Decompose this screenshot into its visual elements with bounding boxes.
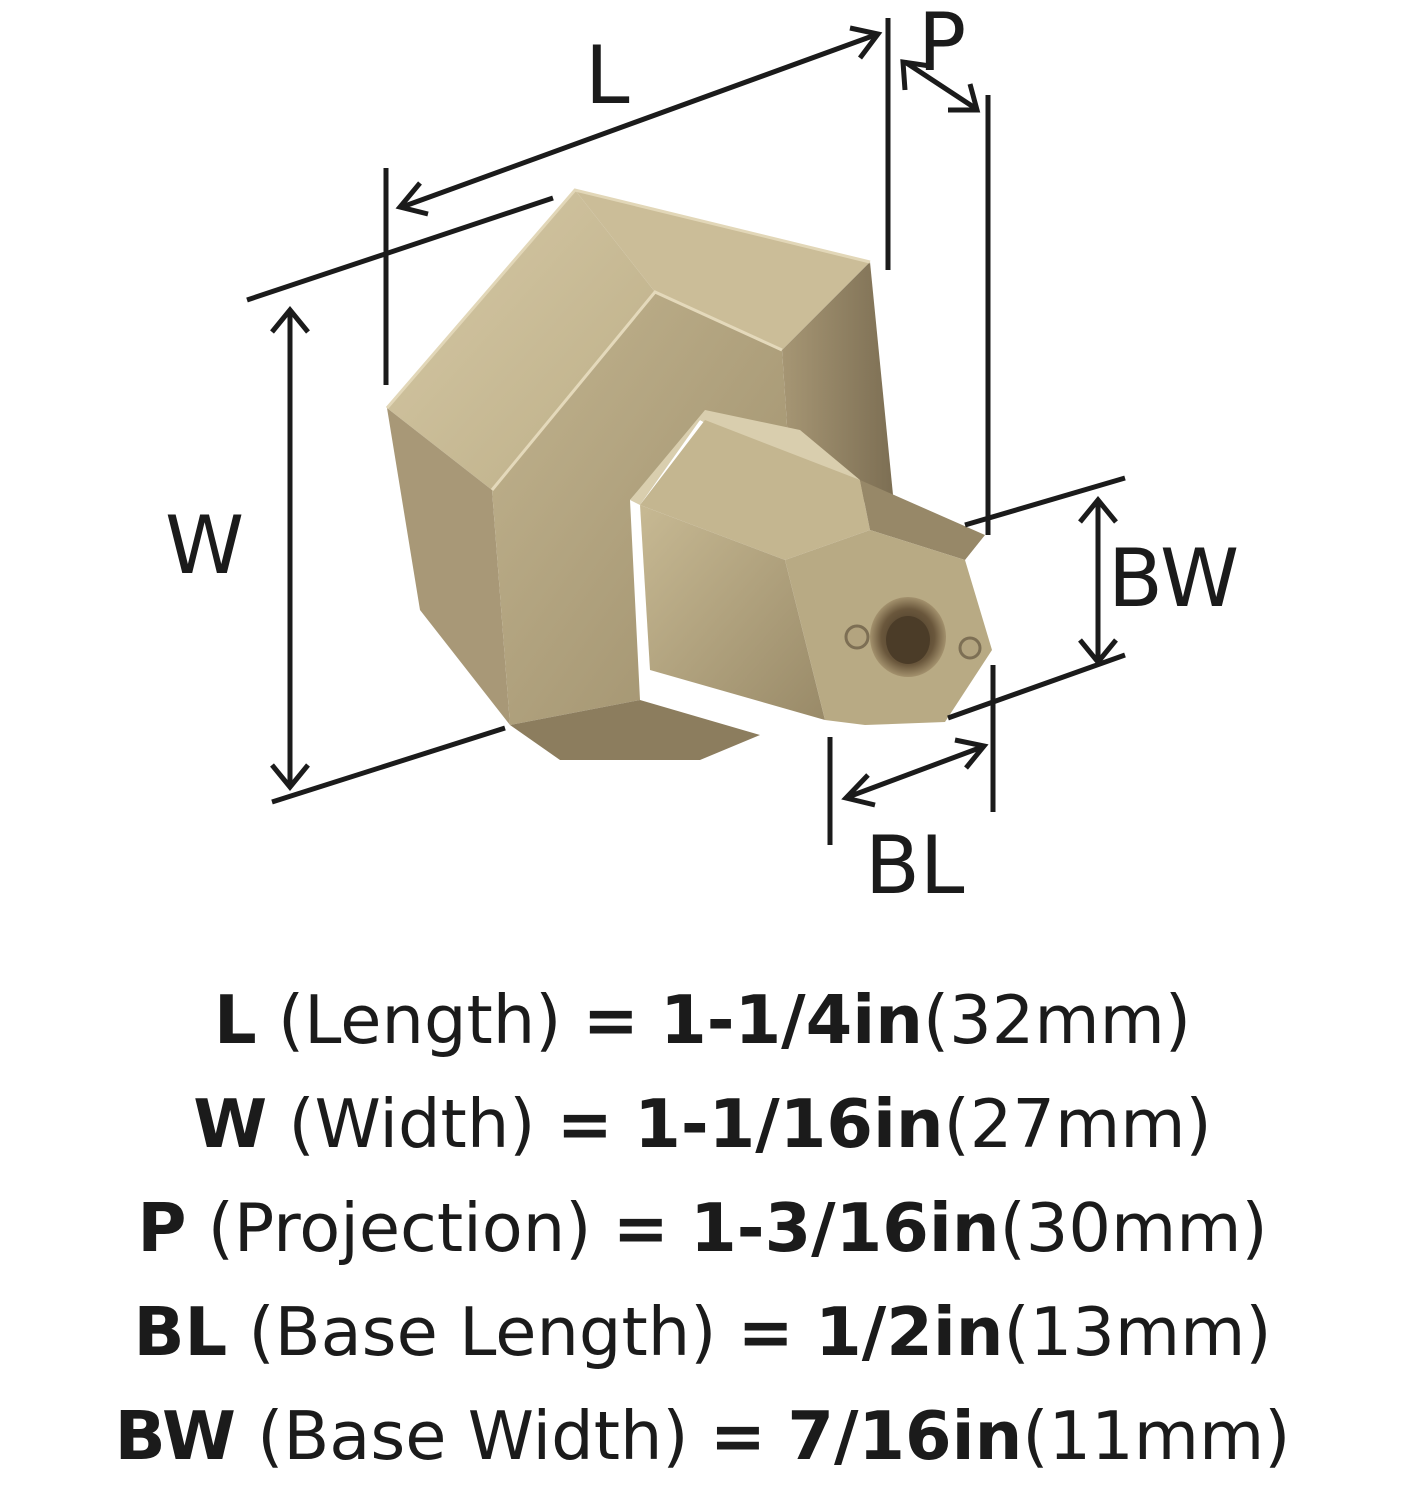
- bw-extension-bottom: [947, 652, 1126, 721]
- spec-key: L: [213, 981, 257, 1059]
- bl-arrowhead-left: [841, 773, 876, 808]
- spec-equals: =: [556, 1085, 613, 1163]
- dim-label-w: W: [165, 499, 244, 592]
- dimension-p: [900, 59, 991, 535]
- spec-imperial: 7/16in: [787, 1397, 1023, 1475]
- stem-pin-left: [844, 624, 870, 650]
- knob-facet-top-right: [575, 190, 870, 350]
- spec-key: W: [193, 1085, 268, 1163]
- spec-metric: (11mm): [1022, 1397, 1291, 1475]
- knob-facet-bottom: [510, 700, 760, 760]
- spec-key: P: [137, 1189, 187, 1267]
- knob-facet-top-left: [387, 190, 655, 490]
- spec-equals: =: [737, 1293, 794, 1371]
- spec-imperial: 1-1/16in: [634, 1085, 944, 1163]
- stem-face-top: [640, 420, 870, 560]
- l-arrowhead-left: [395, 181, 429, 217]
- stem-collar: [630, 410, 860, 505]
- w-extension-bottom: [271, 725, 506, 805]
- stem-face-front: [640, 505, 825, 720]
- spec-metric: (30mm): [999, 1189, 1268, 1267]
- spec-imperial: 1/2in: [815, 1293, 1004, 1371]
- dim-label-bw: BW: [1108, 532, 1239, 625]
- dimension-spec-list: L (Length) = 1-1/4in(32mm) W (Width) = 1…: [0, 968, 1405, 1488]
- spec-equals: =: [612, 1189, 669, 1267]
- spec-key: BL: [133, 1293, 228, 1371]
- spec-name: (Width): [288, 1085, 536, 1163]
- knob-head: [385, 188, 895, 760]
- bw-extension-top: [964, 475, 1126, 528]
- dimension-w: [246, 195, 554, 805]
- p-arrowhead-right: [948, 83, 981, 113]
- knob-stem: [630, 410, 992, 725]
- w-arrowhead-top: [270, 306, 310, 334]
- stem-face-side: [860, 480, 985, 560]
- spec-row-projection: P (Projection) = 1-3/16in(30mm): [0, 1176, 1405, 1280]
- dim-label-l: L: [585, 29, 630, 122]
- bl-arrow-line: [847, 744, 983, 800]
- spec-row-width: W (Width) = 1-1/16in(27mm): [0, 1072, 1405, 1176]
- spec-row-length: L (Length) = 1-1/4in(32mm): [0, 968, 1405, 1072]
- spec-key: BW: [114, 1397, 236, 1475]
- p-arrowhead-left: [900, 59, 931, 91]
- l-arrow-line: [401, 31, 879, 210]
- knob-edge-crease: [490, 290, 783, 491]
- spec-name: (Length): [277, 981, 562, 1059]
- l-arrowhead-right: [849, 25, 883, 60]
- knob-edge-highlight: [385, 188, 871, 409]
- w-extension-top: [246, 195, 554, 303]
- spec-row-base-width: BW (Base Width) = 7/16in(11mm): [0, 1384, 1405, 1488]
- spec-name: (Base Width): [257, 1397, 689, 1475]
- spec-metric: (32mm): [922, 981, 1192, 1059]
- spec-name: (Base Length): [248, 1293, 717, 1371]
- spec-metric: (13mm): [1003, 1293, 1272, 1371]
- knob-facet-left: [387, 408, 510, 725]
- bl-arrowhead-right: [954, 737, 989, 770]
- bw-arrowhead-top: [1078, 496, 1118, 524]
- w-arrowhead-bottom: [270, 763, 310, 791]
- dimension-bw: [947, 475, 1126, 721]
- spec-metric: (27mm): [943, 1085, 1212, 1163]
- stem-thread-hole-inner: [886, 616, 930, 664]
- spec-equals: =: [709, 1397, 767, 1475]
- p-arrow-line: [903, 59, 977, 111]
- spec-imperial: 1-3/16in: [690, 1189, 1000, 1267]
- dimension-bl: [827, 665, 996, 845]
- bw-arrowhead-bottom: [1078, 638, 1118, 666]
- dim-label-bl: BL: [865, 819, 965, 912]
- stem-pin-right: [958, 636, 982, 660]
- dim-label-p: P: [918, 0, 966, 89]
- dimension-l: [383, 18, 891, 385]
- spec-imperial: 1-1/4in: [660, 981, 923, 1059]
- spec-equals: =: [582, 981, 639, 1059]
- knob-dimension-diagram: L P W BW BL: [165, 0, 1239, 912]
- spec-name: (Projection): [207, 1189, 592, 1267]
- spec-row-base-length: BL (Base Length) = 1/2in(13mm): [0, 1280, 1405, 1384]
